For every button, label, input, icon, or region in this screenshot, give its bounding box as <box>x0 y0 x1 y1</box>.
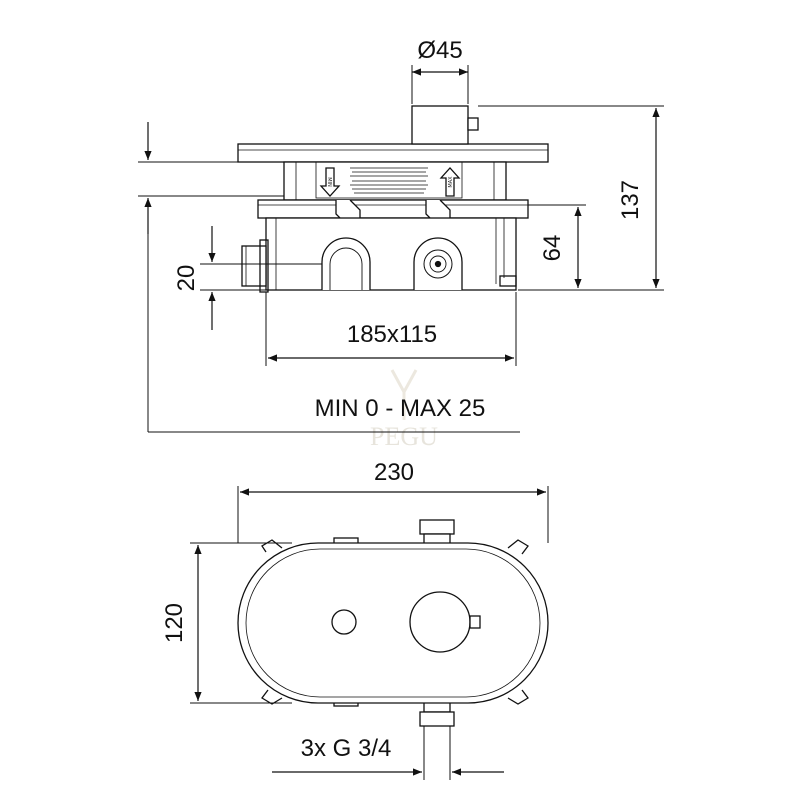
plate-width-label: 230 <box>374 459 414 486</box>
height-total-label: 137 <box>617 180 644 220</box>
diverter-knob <box>331 609 357 635</box>
front-view <box>237 519 549 727</box>
min-max-label: MIN MAX <box>319 167 461 197</box>
offset-label: 20 <box>173 265 200 292</box>
box-size-label: 185x115 <box>347 321 437 348</box>
side-view: MIN MAX <box>237 105 549 293</box>
plate-height-label: 120 <box>161 603 188 643</box>
mounting-box <box>265 217 517 291</box>
box-flange <box>257 199 529 219</box>
diameter-label: Ø45 <box>417 37 462 64</box>
connections-label: 3x G 3/4 <box>301 735 392 762</box>
depth-range-label: MIN 0 - MAX 25 <box>315 395 486 422</box>
arrow-up-icon <box>439 167 461 197</box>
min-label: MIN <box>326 177 332 187</box>
watermark-logo-icon <box>390 369 418 420</box>
label-text-lines <box>350 167 428 194</box>
dimension-lines-top <box>144 68 660 362</box>
mounting-tab-top-right <box>507 539 529 555</box>
right-outlet <box>413 237 463 290</box>
cover-plate-oval <box>237 542 549 704</box>
watermark-text: PEGU <box>370 422 438 451</box>
dimension-lines-bottom <box>194 488 546 776</box>
thermostat-knob <box>409 591 471 653</box>
left-outlet <box>321 237 371 290</box>
mounting-tab-bottom-left <box>261 689 283 705</box>
arrow-down-icon <box>319 167 341 197</box>
watermark: PEGU <box>370 369 438 451</box>
mounting-tab-top-left <box>261 539 283 553</box>
cover-plate <box>237 143 549 163</box>
height-box-label: 64 <box>539 235 566 262</box>
max-label: MAX <box>448 176 454 188</box>
cartridge-stem <box>411 105 469 145</box>
mounting-tab-bottom-right <box>507 689 529 705</box>
extension-lines-bottom <box>190 486 549 780</box>
extension-lines-top <box>138 65 664 433</box>
top-connector <box>419 519 455 535</box>
